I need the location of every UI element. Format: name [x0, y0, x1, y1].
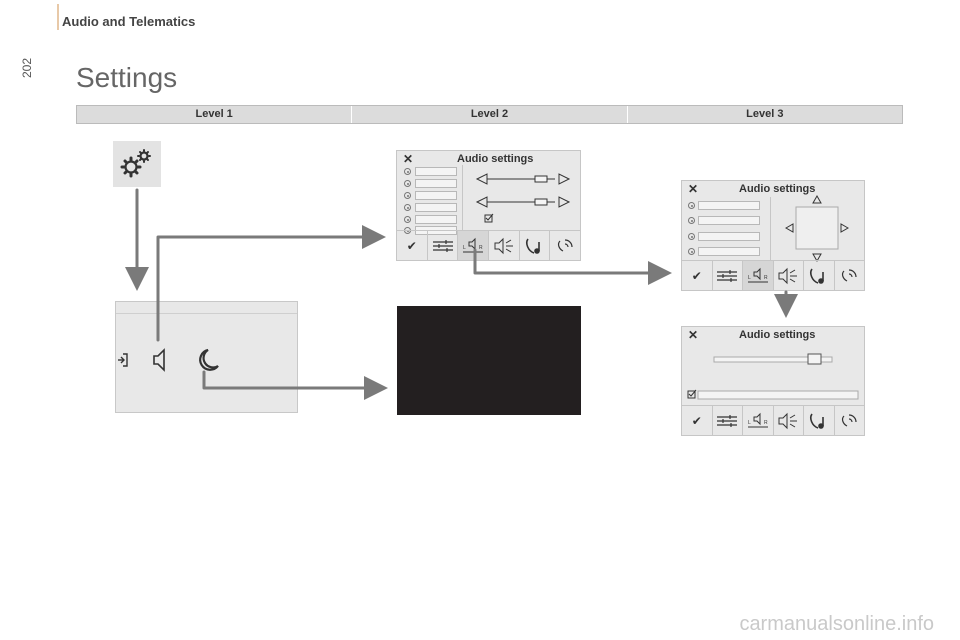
section-accent-bar — [57, 4, 59, 30]
option-field[interactable] — [415, 179, 457, 188]
radio-button[interactable] — [404, 192, 411, 199]
svg-text:L: L — [463, 245, 466, 251]
main-settings-panel — [115, 301, 298, 413]
panel-divider — [116, 313, 297, 314]
level-3-header: Level 3 — [746, 108, 784, 120]
option-field[interactable] — [415, 191, 457, 200]
ringtone-icon[interactable] — [804, 406, 835, 435]
option-row[interactable] — [686, 389, 864, 401]
option-field[interactable] — [415, 167, 457, 176]
settings-gear-icon — [120, 149, 151, 178]
level-2-header: Level 2 — [352, 106, 628, 123]
sound-ambience-icon[interactable] — [774, 406, 804, 435]
voice-volume-icon[interactable] — [835, 406, 865, 435]
close-icon[interactable]: ✕ — [688, 182, 699, 196]
option-field[interactable] — [415, 215, 457, 224]
moon-icon[interactable] — [199, 348, 219, 371]
close-icon[interactable]: ✕ — [403, 152, 414, 166]
main-panel-icons — [118, 348, 219, 372]
settings-button[interactable] — [113, 141, 161, 187]
voice-volume-icon[interactable] — [835, 261, 865, 290]
voice-volume-icon[interactable] — [550, 231, 580, 260]
exit-icon[interactable] — [118, 353, 128, 367]
radio-button[interactable] — [404, 204, 411, 211]
sound-ambience-icon[interactable] — [774, 261, 804, 290]
volume-slider[interactable] — [712, 353, 837, 367]
watermark: carmanualsonline.info — [739, 613, 934, 635]
speaker-icon[interactable] — [153, 348, 165, 372]
radio-button[interactable] — [404, 180, 411, 187]
radio-button[interactable] — [688, 248, 695, 255]
balance-pad[interactable] — [782, 195, 852, 265]
levels-header: Level 1 Level 2 Level 3 — [76, 105, 903, 124]
equalizer-icon[interactable] — [713, 261, 743, 290]
check-icon[interactable]: ✔ — [682, 261, 713, 290]
option-field[interactable] — [698, 247, 760, 256]
radio-button[interactable] — [688, 233, 695, 240]
screen-title: Audio settings — [457, 153, 534, 165]
svg-text:L: L — [748, 420, 751, 426]
sliders[interactable] — [475, 171, 575, 231]
radio-button[interactable] — [688, 217, 695, 224]
svg-text:R: R — [764, 275, 768, 281]
option-field[interactable] — [698, 201, 760, 210]
option-field[interactable] — [415, 203, 457, 212]
option-field[interactable] — [698, 232, 760, 241]
level-1-header: Level 1 — [77, 106, 353, 123]
column-divider — [770, 197, 771, 261]
radio-button[interactable] — [688, 202, 695, 209]
page-number: 202 — [20, 57, 34, 78]
svg-text:L: L — [748, 275, 751, 281]
close-icon[interactable]: ✕ — [688, 328, 699, 342]
ringtone-icon[interactable] — [804, 261, 835, 290]
radio-button[interactable] — [404, 168, 411, 175]
check-icon[interactable]: ✔ — [682, 406, 713, 435]
screen-title: Audio settings — [739, 183, 816, 195]
column-divider — [462, 165, 463, 233]
ringtone-icon[interactable] — [520, 231, 551, 260]
dark-display-screen — [397, 306, 581, 415]
screen-title: Audio settings — [739, 329, 816, 341]
svg-text:R: R — [764, 420, 768, 426]
check-icon[interactable]: ✔ — [397, 231, 428, 260]
equalizer-icon[interactable] — [713, 406, 743, 435]
sound-ambience-icon[interactable] — [489, 231, 520, 260]
equalizer-icon[interactable] — [428, 231, 459, 260]
option-field[interactable] — [698, 216, 760, 225]
svg-text:R: R — [479, 245, 483, 251]
page-title: Settings — [76, 62, 178, 93]
radio-button[interactable] — [404, 216, 411, 223]
section-title: Audio and Telematics — [62, 14, 196, 29]
